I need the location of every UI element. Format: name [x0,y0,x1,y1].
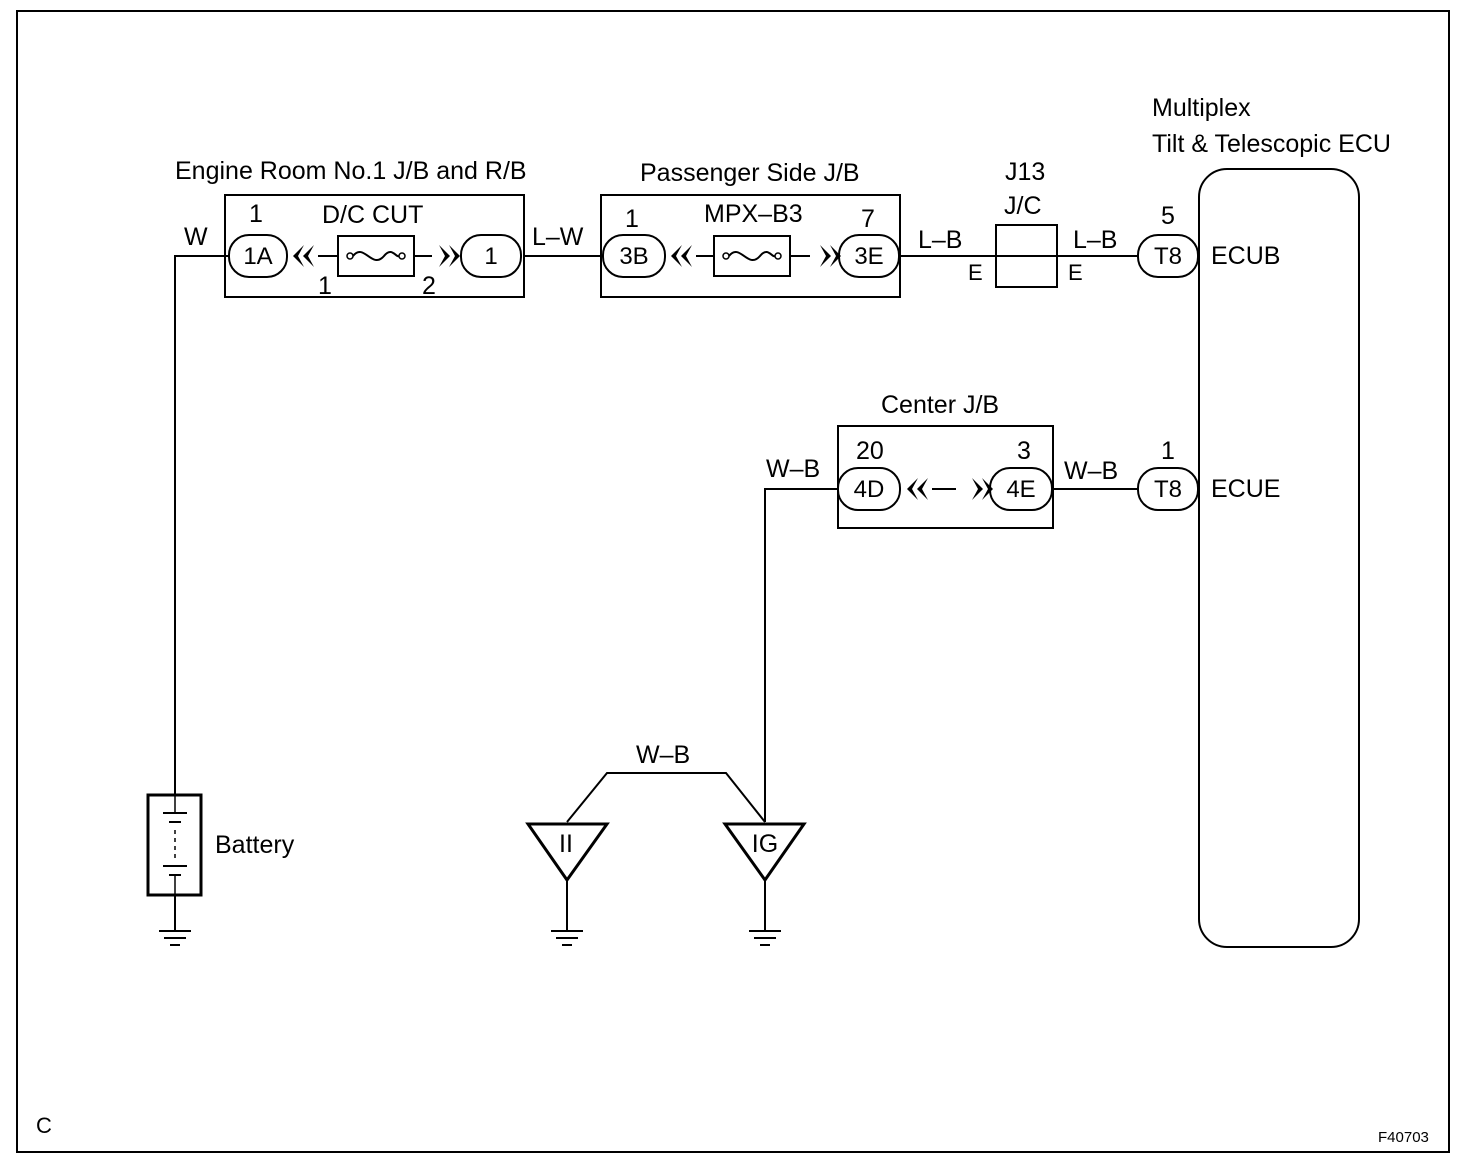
center-jb-left-chevron-icon [907,478,928,500]
passenger-jb-right-chevron-icon [820,245,841,267]
wire-label-ground-link: W–B [636,741,690,769]
center-jb-in-connector [837,467,901,511]
center-jb-box [837,425,1054,529]
center-jb-in-connector-label: 4D [854,476,885,503]
passenger-jb-out-pin-number: 7 [861,205,875,233]
engine-jb-title: Engine Room No.1 J/B and R/B [175,157,527,185]
ecu-pin-b-connector [1137,234,1199,278]
ground-point-ig-label: IG [752,830,778,858]
wire-label-jc-to-ecu: L–B [1073,226,1117,254]
ecu-pin-e-connector [1137,467,1199,511]
jc-type: J/C [1004,192,1042,220]
wire-label-engine-to-passenger: L–W [532,223,584,251]
junction-connector: J13 J/C E E [968,158,1083,288]
engine-jb-fuse-terminal-right: 2 [422,272,436,300]
ground-point-ig: IG [722,822,807,883]
battery-label: Battery [215,831,295,859]
center-jb-out-pin-number: 3 [1017,437,1031,465]
wire-ground-link [566,772,766,823]
ecu-title-line1: Multiplex [1152,94,1251,122]
center-jb-out-connector-label: 4E [1006,476,1035,503]
wire-label-center-jb-to-ecu: W–B [1064,457,1118,485]
passenger-jb: Passenger Side J/B 1 MPX–B3 7 3B 3E [600,159,901,298]
ecu-title-line2: Tilt & Telescopic ECU [1152,130,1391,158]
engine-jb-in-connector [228,234,288,278]
engine-jb-in-pin-number: 1 [249,200,263,228]
center-jb-in-pin-number: 20 [856,437,884,465]
wire-battery-feed [174,255,229,795]
engine-room-jb: Engine Room No.1 J/B and R/B 1 D/C CUT 1… [175,157,527,300]
diagram-frame [16,10,1450,1153]
ground-symbol-icon [159,930,191,946]
wires [174,255,1138,930]
ecu-pin-b-connector-label: T8 [1154,243,1182,270]
center-jb-title: Center J/B [881,391,999,419]
passenger-jb-fuse-icon [713,235,791,277]
passenger-jb-title: Passenger Side J/B [640,159,860,187]
ecu-pin-e-name: ECUE [1211,475,1280,503]
ground-point-ii: II [525,822,610,883]
jc-left-pin: E [968,260,983,285]
engine-jb-fuse-icon [337,235,415,277]
center-jb: Center J/B 20 3 4D 4E [837,391,1054,529]
engine-jb-fuse-terminal-left: 1 [318,272,332,300]
figure-code: F40703 [1378,1129,1429,1146]
engine-jb-out-connector-label: 1 [484,243,497,270]
passenger-jb-box [600,194,901,298]
jc-right-pin: E [1068,260,1083,285]
ecu-body [1198,168,1360,948]
engine-jb-out-connector [460,234,522,278]
wire-labels: W L–W L–B L–B W–B W–B W–B [184,223,1118,769]
ecu: Multiplex Tilt & Telescopic ECU 5 T8 ECU… [1137,94,1391,948]
engine-jb-box [224,194,525,298]
engine-jb-in-connector-label: 1A [243,243,272,270]
wire-ground-to-center-jb [764,488,838,822]
ecu-pin-b-number: 5 [1161,202,1175,230]
passenger-jb-fuse-name: MPX–B3 [704,200,803,228]
ecu-pin-e-connector-label: T8 [1154,476,1182,503]
ecu-pin-e-number: 1 [1161,437,1175,465]
wire-label-battery-feed: W [184,223,208,251]
ground-symbol-icon [749,930,781,946]
passenger-jb-out-connector-label: 3E [854,243,883,270]
wire-label-ground-to-center-jb: W–B [766,455,820,483]
battery: Battery [146,793,295,897]
passenger-jb-in-connector [602,234,666,278]
ground-point-ig-icon [722,822,807,883]
passenger-jb-in-pin-number: 1 [625,205,639,233]
corner-label: C [36,1113,52,1138]
ecu-pin-b-name: ECUB [1211,242,1280,270]
passenger-jb-left-chevron-icon [671,245,692,267]
jc-title: J13 [1005,158,1045,186]
ground-symbol-icon [551,930,583,946]
engine-jb-fuse-name: D/C CUT [322,201,423,229]
engine-jb-left-chevron-icon [293,245,314,267]
engine-jb-right-chevron-icon [439,245,460,267]
wire-label-passenger-to-jc: L–B [918,226,962,254]
ground-point-ii-label: II [559,830,573,858]
passenger-jb-in-connector-label: 3B [619,243,648,270]
center-jb-right-chevron-icon [972,478,993,500]
ground-point-ii-icon [525,822,610,883]
